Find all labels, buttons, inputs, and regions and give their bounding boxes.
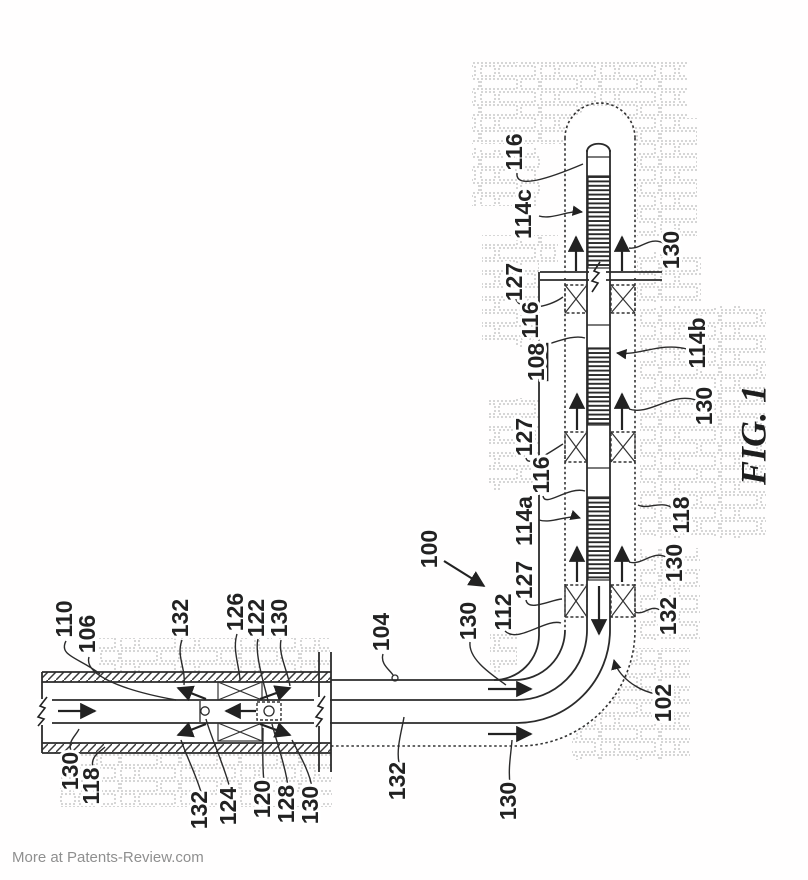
lateral-packers <box>564 284 636 618</box>
ref-label-122: 122 <box>243 599 269 637</box>
ref-label-114c: 114c <box>510 189 536 239</box>
ref-label-130: 130 <box>495 782 521 820</box>
ref-label-116: 116 <box>517 301 543 338</box>
sand-screens <box>587 175 611 581</box>
packer-pair-heel <box>564 584 636 618</box>
ref-label-127: 127 <box>511 418 537 456</box>
ref-label-128: 128 <box>273 785 299 824</box>
downhole-device <box>256 701 282 721</box>
surface-casing-hatched <box>41 671 331 754</box>
ref-label-130: 130 <box>266 599 292 637</box>
ref-label-130: 130 <box>57 752 83 790</box>
ref-label-114b: 114b <box>684 317 710 368</box>
packer-pair-mid <box>564 431 636 463</box>
ref-label-130: 130 <box>661 544 687 582</box>
leader-lines <box>63 163 697 793</box>
ref-label-114a: 114a <box>511 496 537 546</box>
ref-label-102: 102 <box>650 684 676 722</box>
watermark-text: More at Patents-Review.com <box>12 849 204 866</box>
ref-label-132: 132 <box>384 762 410 800</box>
flow-arrows <box>58 235 631 743</box>
ref-label-106: 106 <box>74 615 100 653</box>
ref-label-130: 130 <box>297 786 323 824</box>
ref-label-108: 108 <box>523 343 549 382</box>
ref-label-130: 130 <box>691 387 717 425</box>
section-break-lines <box>36 261 662 772</box>
ref-label-118: 118 <box>78 767 104 804</box>
ref-label-116: 116 <box>528 456 554 493</box>
ref-label-132: 132 <box>655 597 681 635</box>
ref-label-110: 110 <box>51 600 77 637</box>
packer-pair-toe <box>564 284 636 314</box>
ref-label-100: 100 <box>416 530 442 568</box>
ref-label-118: 118 <box>668 496 694 533</box>
ref-label-104: 104 <box>368 613 394 652</box>
ref-label-116: 116 <box>501 133 527 170</box>
ref-label-127: 127 <box>501 263 527 301</box>
ref-label-126: 126 <box>222 593 248 631</box>
wellhead-completion <box>199 681 282 742</box>
ref-label-132: 132 <box>167 599 193 637</box>
ref-label-130: 130 <box>455 602 481 640</box>
ref-label-124: 124 <box>215 787 241 826</box>
ref-label-130: 130 <box>658 231 684 269</box>
ref-label-132: 132 <box>186 791 212 829</box>
ref-label-120: 120 <box>249 780 275 818</box>
ref-label-112: 112 <box>490 593 516 630</box>
ref-label-127: 127 <box>511 561 537 599</box>
reference-numerals: 110 106 132 126 122 130 104 130 118 132 … <box>48 130 720 832</box>
figure-caption: FIG. 1 <box>733 385 773 486</box>
